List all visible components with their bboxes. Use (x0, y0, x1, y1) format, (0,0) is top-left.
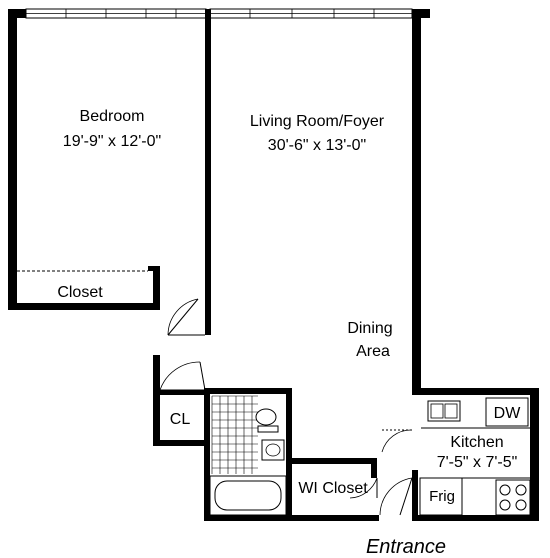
window-bedroom (25, 8, 207, 19)
kitchen-dims: 7'-5" x 7'-5" (437, 454, 518, 471)
toilet-icon (255, 408, 279, 433)
kitchen-sink-icon (427, 400, 461, 422)
fridge-box (419, 477, 463, 516)
door-wi-closet (349, 477, 378, 499)
dining-area-line1: Dining (347, 320, 392, 337)
dishwasher-box (485, 397, 529, 427)
living-room-dims: 30'-6" x 13'-0" (268, 137, 366, 154)
bathtub-icon (209, 475, 287, 516)
bedroom-name: Bedroom (80, 108, 145, 125)
kitchen-name: Kitchen (450, 434, 503, 451)
entrance-label: Entrance (366, 536, 446, 558)
bedroom-dims: 19'-9" x 12'-0" (63, 133, 161, 150)
fridge-label: Frig (429, 488, 455, 505)
window-living-room (209, 8, 413, 19)
closet-label: Closet (57, 284, 103, 301)
living-room-name: Living Room/Foyer (250, 113, 385, 130)
walls (8, 9, 539, 521)
stove-icon (495, 479, 531, 516)
door-entrance (379, 477, 413, 516)
dishwasher-label: DW (494, 405, 522, 422)
wi-closet-label: WI Closet (298, 480, 368, 497)
door-hall-closet (159, 361, 206, 391)
door-kitchen (381, 429, 413, 453)
cl-label: CL (170, 411, 191, 428)
bathroom-tiles (211, 395, 258, 474)
sink-icon (261, 439, 285, 461)
dining-area-line2: Area (356, 343, 390, 360)
door-bedroom (167, 298, 205, 336)
